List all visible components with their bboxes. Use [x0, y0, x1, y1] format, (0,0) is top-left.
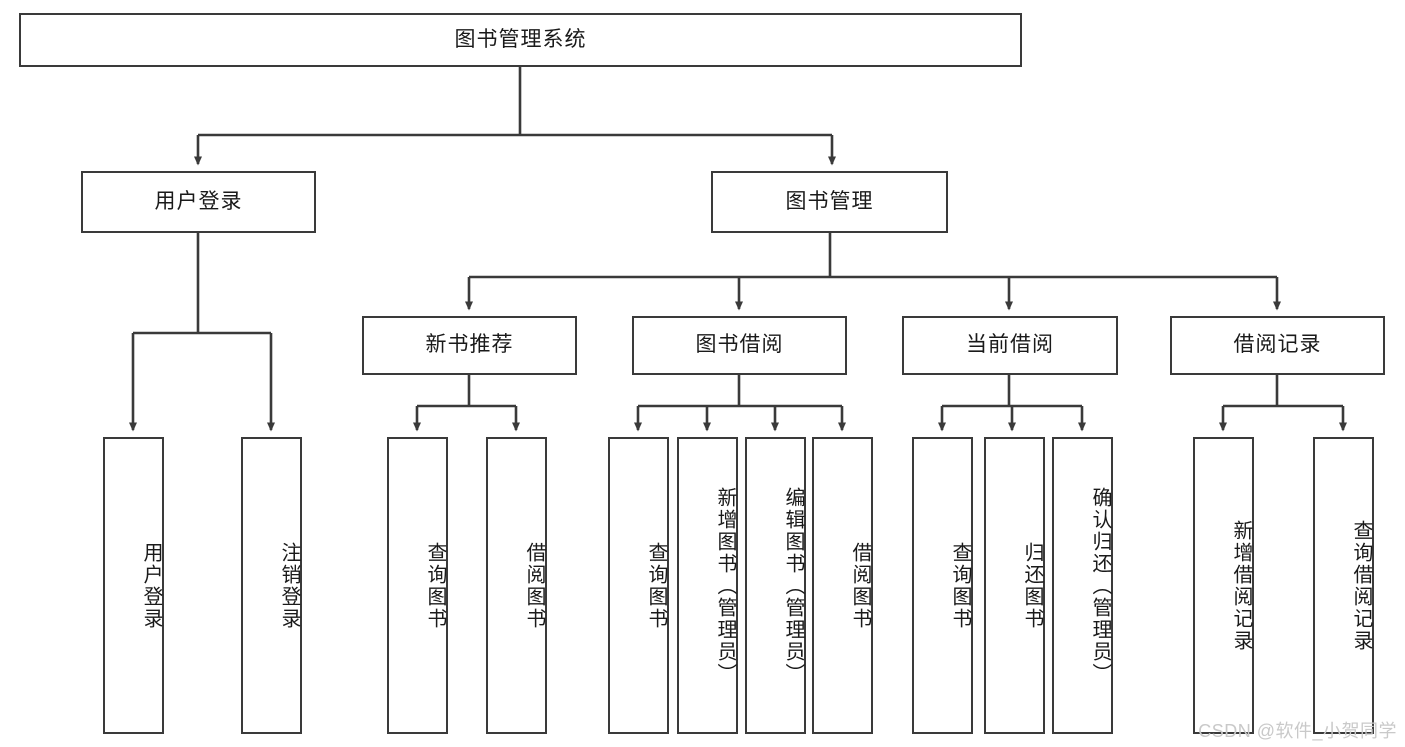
node-borrow-record[interactable]: 借阅记录 — [1170, 316, 1385, 375]
node-label: 图书管理 — [785, 189, 874, 213]
leaf-new-book-borrow-book[interactable]: 借阅图书 — [486, 437, 547, 734]
node-label: 用户登录 — [140, 541, 162, 630]
node-label: 新增借阅记录 — [1230, 519, 1252, 652]
node-book-management[interactable]: 图书管理 — [711, 171, 948, 233]
leaf-book-borrow-add-book-admin[interactable]: 新增图书（管理员） — [677, 437, 738, 734]
node-book-borrow[interactable]: 图书借阅 — [632, 316, 847, 375]
node-label: 用户登录 — [154, 189, 243, 213]
leaf-borrow-record-query-record[interactable]: 查询借阅记录 — [1313, 437, 1374, 734]
node-label: 图书管理系统 — [454, 27, 587, 51]
node-label: 借阅记录 — [1233, 333, 1322, 357]
leaf-book-borrow-edit-book-admin[interactable]: 编辑图书（管理员） — [745, 437, 806, 734]
leaf-borrow-record-add-record[interactable]: 新增借阅记录 — [1193, 437, 1254, 734]
leaf-book-borrow-borrow-book[interactable]: 借阅图书 — [812, 437, 873, 734]
node-label: 借阅图书 — [523, 541, 545, 630]
node-label: 注销登录 — [278, 541, 300, 630]
node-current-borrow[interactable]: 当前借阅 — [902, 316, 1118, 375]
node-label: 新增图书（管理员） — [714, 486, 736, 685]
node-label: 新书推荐 — [425, 333, 514, 357]
node-label: 查询图书 — [949, 541, 971, 630]
node-label: 查询图书 — [424, 541, 446, 630]
leaf-user-login-logout[interactable]: 注销登录 — [241, 437, 302, 734]
leaf-user-login-login[interactable]: 用户登录 — [103, 437, 164, 734]
node-label: 图书借阅 — [695, 333, 784, 357]
node-new-book-recommend[interactable]: 新书推荐 — [362, 316, 577, 375]
leaf-current-borrow-confirm-return-admin[interactable]: 确认归还（管理员） — [1052, 437, 1113, 734]
leaf-book-borrow-query-book[interactable]: 查询图书 — [608, 437, 669, 734]
watermark-text: CSDN @软件_小贺同学 — [1198, 721, 1397, 741]
node-root-book-management-system[interactable]: 图书管理系统 — [19, 13, 1022, 67]
node-label: 归还图书 — [1021, 541, 1043, 630]
leaf-current-borrow-query-book[interactable]: 查询图书 — [912, 437, 973, 734]
node-label: 查询借阅记录 — [1350, 519, 1372, 652]
node-label: 借阅图书 — [849, 541, 871, 630]
node-label: 查询图书 — [645, 541, 667, 630]
node-label: 当前借阅 — [966, 333, 1054, 357]
leaf-current-borrow-return-book[interactable]: 归还图书 — [984, 437, 1045, 734]
leaf-new-book-query-book[interactable]: 查询图书 — [387, 437, 448, 734]
node-user-login[interactable]: 用户登录 — [81, 171, 316, 233]
node-label: 编辑图书（管理员） — [782, 486, 804, 685]
node-label: 确认归还（管理员） — [1089, 486, 1111, 685]
